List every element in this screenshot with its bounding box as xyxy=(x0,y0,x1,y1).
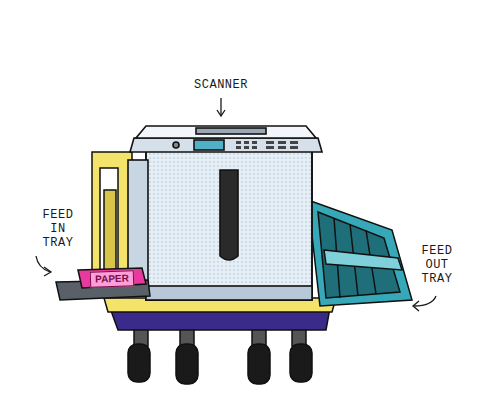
part-label: SCANNER xyxy=(176,78,266,92)
copier-body xyxy=(128,148,312,300)
feed-in-tray xyxy=(56,268,150,300)
ream-label: PAPER xyxy=(90,270,134,288)
feed-out-tray xyxy=(308,200,412,306)
part-label: FEED OUT TRAY xyxy=(412,244,462,286)
cart xyxy=(104,298,336,330)
leader-arrows xyxy=(36,98,436,311)
part-label: FEED IN TRAY xyxy=(35,208,81,250)
cart-wheels xyxy=(128,326,312,384)
scanner-unit xyxy=(130,126,322,152)
paper-ream: PAPER xyxy=(84,269,141,289)
